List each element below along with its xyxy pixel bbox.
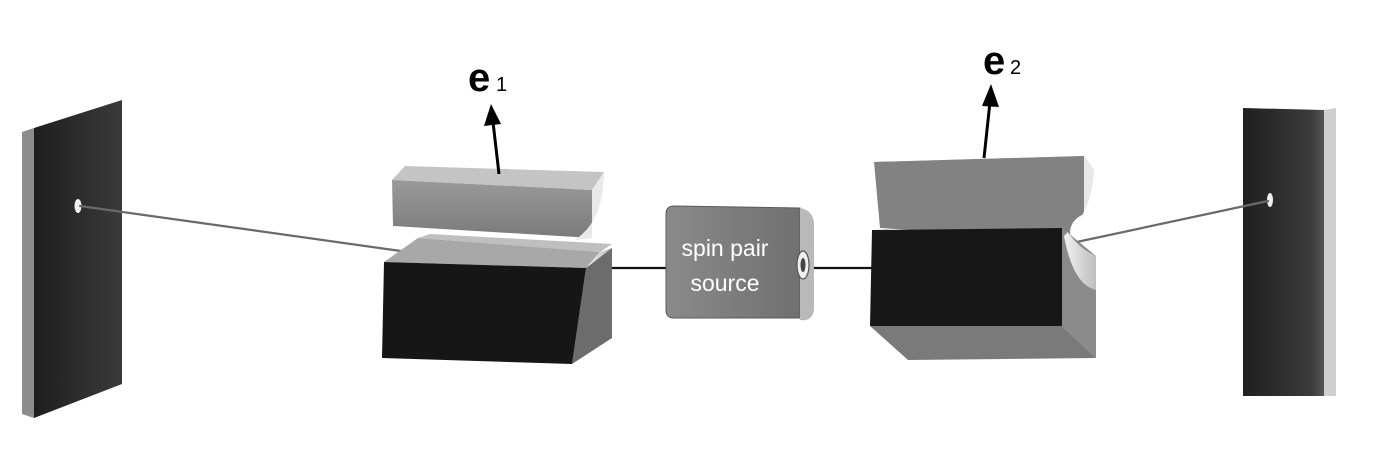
source-label-line2: source — [690, 270, 759, 296]
e2-arrowhead — [982, 84, 999, 107]
source-label-line1: spin pair — [682, 235, 769, 261]
right-screen-spot — [1267, 193, 1273, 207]
e2-label: e 2 — [983, 39, 1021, 83]
e2-label-base: e — [983, 39, 1005, 83]
left-detector-screen — [22, 100, 122, 418]
right-magnet-lower-pole — [870, 228, 1096, 360]
e2-field-arrow — [982, 84, 999, 159]
left-magnet — [382, 166, 612, 364]
e1-label: e 1 — [468, 56, 507, 100]
right-magnet — [870, 156, 1096, 360]
e1-arrowhead — [484, 104, 501, 126]
left-deflected-beam — [78, 204, 410, 254]
right-detector-screen — [1243, 108, 1336, 396]
e2-label-subscript: 2 — [1010, 57, 1021, 79]
right-deflected-beam — [1070, 199, 1270, 245]
e1-field-arrow — [484, 104, 501, 175]
e1-label-subscript: 1 — [496, 74, 507, 96]
left-magnet-lower-pole — [382, 234, 612, 364]
right-magnet-upper-pole — [874, 156, 1094, 240]
left-magnet-upper-pole — [392, 166, 604, 240]
spin-pair-source: spin pair source — [665, 205, 814, 321]
e1-label-base: e — [468, 56, 490, 100]
left-screen-spot — [74, 199, 82, 213]
